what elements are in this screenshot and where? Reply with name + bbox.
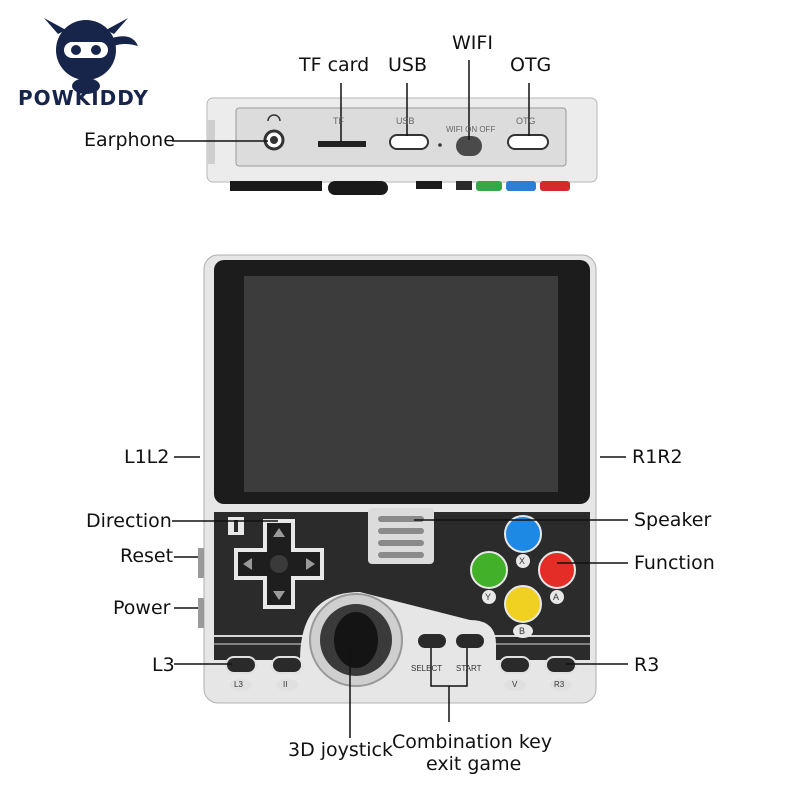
engraved-wifi: WIFI ON OFF [446, 125, 496, 134]
v-button-label: V [512, 680, 518, 689]
brand-name: POWKIDDY [18, 86, 149, 110]
front-view [198, 254, 597, 704]
select-label: SELECT [411, 664, 443, 673]
label-power: Power [113, 597, 171, 619]
ii-button-label: II [283, 680, 288, 689]
label-earphone: Earphone [84, 129, 175, 151]
r3-button-label: R3 [554, 680, 565, 689]
label-function: Function [634, 552, 715, 574]
label-wifi: WIFI [452, 32, 493, 54]
label-usb: USB [388, 54, 428, 76]
label-reset: Reset [120, 545, 174, 567]
button-a-label: A [553, 592, 560, 602]
label-r1r2: R1R2 [632, 446, 683, 468]
label-3d-joystick: 3D joystick [288, 739, 393, 761]
ninja-mascot-icon [44, 18, 138, 94]
label-exit-game: exit game [426, 753, 522, 775]
button-x-label: X [519, 556, 526, 566]
top-view [206, 97, 598, 195]
start-label: START [456, 664, 482, 673]
label-l1l2: L1L2 [124, 446, 170, 468]
label-combination-key: Combination key [392, 731, 553, 753]
button-b-label: B [519, 626, 526, 636]
brand-logo: POWKIDDY [14, 8, 174, 118]
engraved-tf: TF [333, 116, 344, 126]
label-tf-card: TF card [299, 54, 370, 76]
engraved-otg: OTG [516, 116, 536, 126]
label-l3: L3 [152, 654, 175, 676]
label-otg: OTG [510, 54, 552, 76]
label-speaker: Speaker [634, 509, 712, 531]
l3-button-label: L3 [234, 680, 243, 689]
label-r3: R3 [634, 654, 660, 676]
engraved-usb: USB [396, 116, 415, 126]
leader-lines [172, 60, 628, 738]
label-direction: Direction [86, 510, 172, 532]
button-y-label: Y [485, 592, 492, 602]
